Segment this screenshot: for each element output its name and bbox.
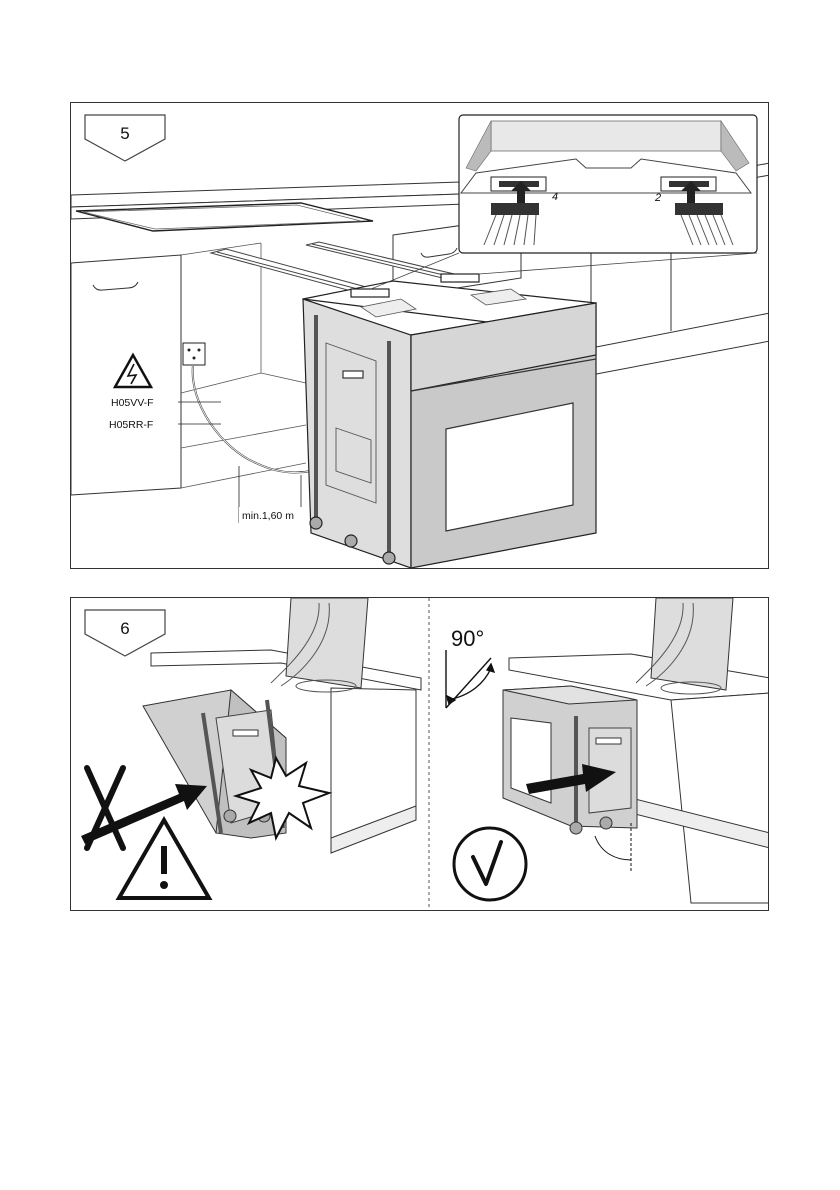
cable-length-label: min.1,60 m: [242, 510, 294, 522]
step-6-panel: 6 90°: [70, 597, 769, 911]
floor-clearance-indicator: [595, 823, 631, 873]
angle-indicator: [446, 650, 494, 708]
connector-detail-inset: [459, 115, 757, 253]
power-cable: [193, 365, 311, 473]
step-5-illustration: 5 4 2 H05VV-F H05RR-F min.1,60 m: [71, 103, 769, 569]
step-number: 6: [120, 619, 129, 638]
warning-icon: [119, 820, 209, 898]
prohibited-x-icon: [87, 768, 123, 848]
step-5-panel: 5 4 2 H05VV-F H05RR-F min.1,60 m: [70, 102, 769, 569]
step-number: 5: [120, 124, 129, 143]
angle-label: 90°: [451, 626, 484, 651]
connector-label-left: 4: [552, 191, 558, 203]
step-6-illustration: 6 90°: [71, 598, 769, 911]
cable-type-label-2: H05RR-F: [109, 419, 153, 431]
oven: [303, 274, 596, 568]
power-socket: [183, 343, 205, 365]
correct-check-icon: [454, 828, 526, 900]
correct-installation-scene: [503, 598, 769, 903]
cable-type-label-1: H05VV-F: [111, 397, 154, 409]
connector-label-right: 2: [654, 192, 661, 204]
